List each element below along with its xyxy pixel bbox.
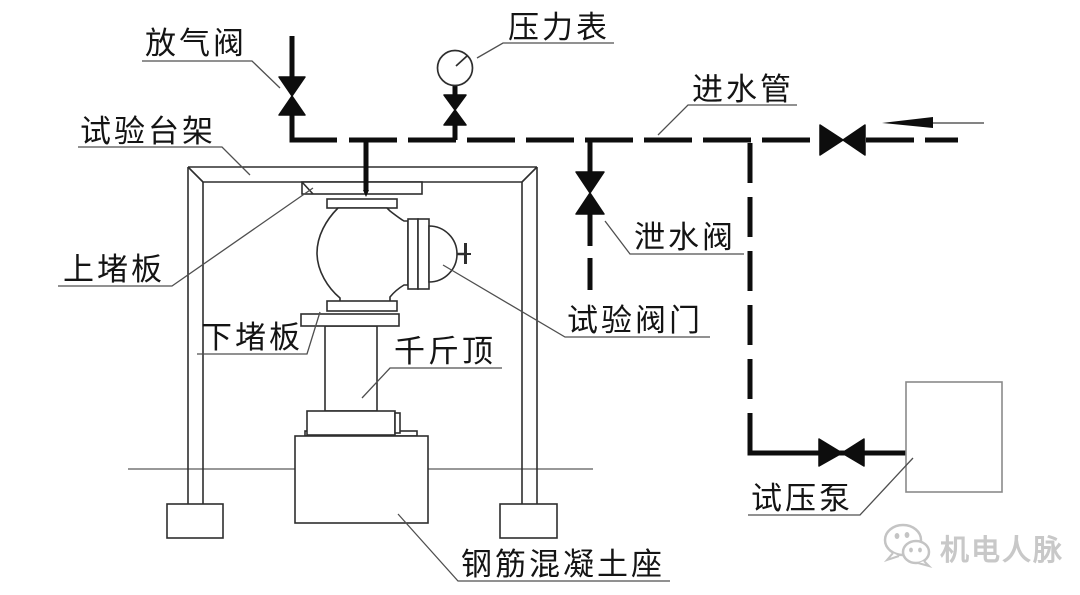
label-pressure-test-pump: 试压泵 xyxy=(751,481,853,516)
label-drain-valve: 泄水阀 xyxy=(634,220,736,255)
reinforced-concrete-base xyxy=(294,430,429,524)
leader-upper-blind-plate xyxy=(58,187,314,287)
watermark-text: 机电人脉 xyxy=(940,534,1064,567)
pressure-test-pump-box xyxy=(905,381,1003,493)
bottom-flange xyxy=(326,300,398,312)
label-inlet-pipe: 进水管 xyxy=(692,72,794,107)
label-test-valve: 试验阀门 xyxy=(567,303,703,338)
inlet-pipe-valve-symbol xyxy=(819,124,866,156)
pump-line-valve-symbol xyxy=(818,438,865,467)
leader-drain-valve xyxy=(604,220,744,255)
bonnet-flange-slat xyxy=(417,218,430,290)
stub-tip xyxy=(363,190,369,197)
leader-lines xyxy=(58,42,914,582)
leader-pressure-gauge xyxy=(476,42,614,59)
label-test-bench: 试验台架 xyxy=(80,114,216,149)
valve-stem-handle xyxy=(457,243,471,264)
leader-test-bench xyxy=(78,146,251,176)
jack xyxy=(306,325,401,436)
label-upper-blind-plate: 上堵板 xyxy=(63,252,165,287)
pressure-gauge-symbol xyxy=(436,49,474,87)
bonnet-flange-slat xyxy=(407,218,419,290)
label-air-release-valve: 放气阀 xyxy=(145,26,247,61)
test-valve-body xyxy=(316,198,471,312)
lower-blind-plate xyxy=(300,313,400,327)
text-labels: 放气阀 压力表 进水管 试验台架 上堵板 下堵板 千斤顶 试验阀门 泄水阀 试压… xyxy=(63,10,853,582)
drain-valve-symbol xyxy=(575,171,605,215)
watermark: 机电人脉 xyxy=(883,523,1064,568)
leader-lower-blind-plate xyxy=(197,311,321,355)
air-release-valve-symbol xyxy=(278,76,306,116)
piping xyxy=(289,36,958,456)
right-footing xyxy=(499,503,558,539)
flow-direction-arrow xyxy=(882,117,984,128)
upper-blind-plate xyxy=(301,181,423,195)
leader-test-valve xyxy=(442,264,710,338)
gauge-isolation-valve-symbol xyxy=(443,94,467,126)
leader-concrete-base xyxy=(397,513,670,582)
leader-inlet-pipe xyxy=(657,104,797,136)
wechat-icon xyxy=(883,523,933,568)
leader-pressure-test-pump xyxy=(748,457,914,516)
leader-air-release-valve xyxy=(142,60,281,89)
air-valve-elbow xyxy=(289,115,337,143)
label-jack: 千斤顶 xyxy=(394,334,496,369)
label-concrete-base: 钢筋混凝土座 xyxy=(461,547,665,582)
left-footing xyxy=(166,503,224,539)
bonnet-dome xyxy=(428,225,458,283)
label-pressure-gauge: 压力表 xyxy=(508,10,610,45)
gauge-needle xyxy=(455,55,468,67)
frame-footings xyxy=(166,503,558,539)
leader-jack xyxy=(361,367,502,399)
label-lower-blind-plate: 下堵板 xyxy=(201,320,303,355)
